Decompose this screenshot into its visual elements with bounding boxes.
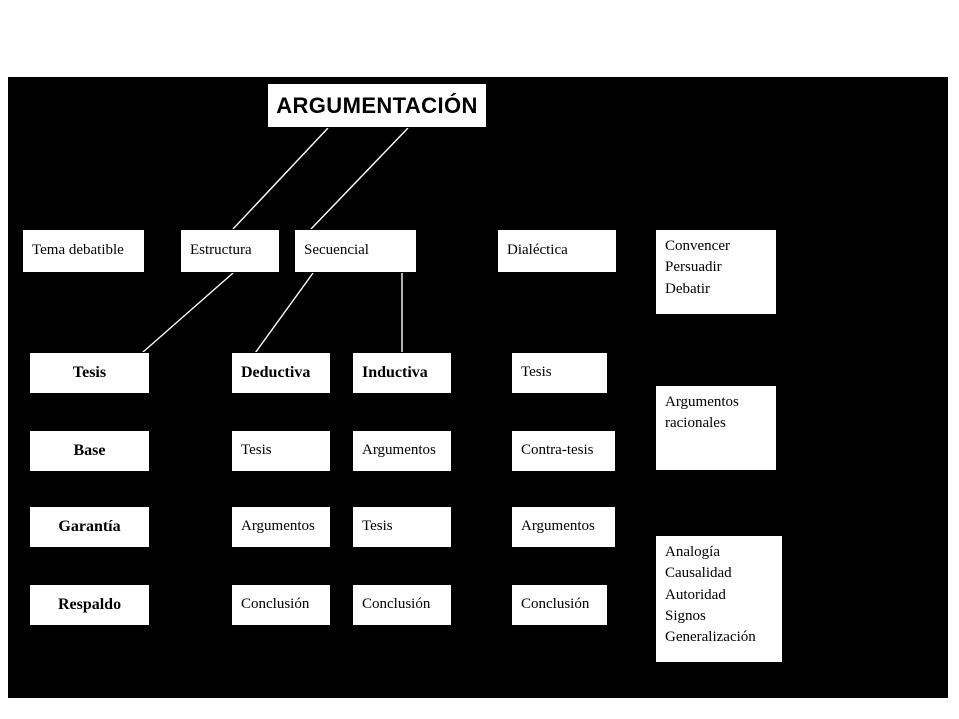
node-deductiva-argumentos[interactable]: Argumentos bbox=[231, 506, 331, 548]
node-label: Conclusión bbox=[362, 596, 431, 613]
node-label: Base bbox=[73, 441, 106, 459]
argument-types-text: Analogía Causalidad Autoridad Signos Gen… bbox=[665, 544, 756, 646]
node-label: Argumentos bbox=[521, 518, 595, 535]
node-label: Argumentos bbox=[362, 442, 436, 459]
purposes-text: Convencer Persuadir Debatir bbox=[665, 238, 730, 297]
node-deductiva-tesis[interactable]: Tesis bbox=[231, 430, 331, 472]
node-respaldo[interactable]: Respaldo bbox=[29, 584, 150, 626]
node-label: Tema debatible bbox=[32, 242, 124, 259]
rational-arguments-text: Argumentos racionales bbox=[665, 394, 739, 432]
node-deductiva[interactable]: Deductiva bbox=[231, 352, 331, 394]
node-argument-types[interactable]: Analogía Causalidad Autoridad Signos Gen… bbox=[655, 535, 783, 663]
node-base[interactable]: Base bbox=[29, 430, 150, 472]
node-inductiva[interactable]: Inductiva bbox=[352, 352, 452, 394]
node-label: Tesis bbox=[72, 363, 107, 381]
node-label: Tesis bbox=[241, 442, 272, 459]
node-label: Deductiva bbox=[241, 363, 311, 381]
node-label: Inductiva bbox=[362, 363, 428, 381]
node-label: Secuencial bbox=[304, 242, 369, 259]
node-inductiva-argumentos[interactable]: Argumentos bbox=[352, 430, 452, 472]
node-label: Tesis bbox=[521, 364, 552, 381]
node-tesis-estructura[interactable]: Tesis bbox=[29, 352, 150, 394]
node-argumentos-racionales[interactable]: Argumentos racionales bbox=[655, 385, 777, 471]
node-tema-debatible[interactable]: Tema debatible bbox=[22, 229, 145, 273]
node-dialectica-tesis[interactable]: Tesis bbox=[511, 352, 608, 394]
node-purposes[interactable]: Convencer Persuadir Debatir bbox=[655, 229, 777, 315]
slide-canvas: ARGUMENTACIÓN Tema debatible Estructura … bbox=[8, 77, 948, 698]
node-label: Respaldo bbox=[57, 595, 122, 613]
node-dialectica-conclusion[interactable]: Conclusión bbox=[511, 584, 608, 626]
node-label: Tesis bbox=[362, 518, 393, 535]
title-box: ARGUMENTACIÓN bbox=[267, 83, 487, 128]
node-label: Argumentos bbox=[241, 518, 315, 535]
node-deductiva-conclusion[interactable]: Conclusión bbox=[231, 584, 331, 626]
node-dialectica[interactable]: Dialéctica bbox=[497, 229, 617, 273]
node-dialectica-contra-tesis[interactable]: Contra-tesis bbox=[511, 430, 616, 472]
node-inductiva-tesis[interactable]: Tesis bbox=[352, 506, 452, 548]
node-label: Estructura bbox=[190, 242, 252, 259]
node-inductiva-conclusion[interactable]: Conclusión bbox=[352, 584, 452, 626]
page-title: ARGUMENTACIÓN bbox=[276, 92, 478, 118]
node-garantia[interactable]: Garantía bbox=[29, 506, 150, 548]
node-label: Conclusión bbox=[241, 596, 310, 613]
node-label: Contra-tesis bbox=[521, 442, 594, 459]
node-label: Garantía bbox=[58, 517, 121, 535]
node-estructura[interactable]: Estructura bbox=[180, 229, 280, 273]
node-label: Dialéctica bbox=[507, 242, 568, 259]
node-dialectica-argumentos[interactable]: Argumentos bbox=[511, 506, 616, 548]
node-label: Conclusión bbox=[521, 596, 590, 613]
node-secuencial[interactable]: Secuencial bbox=[294, 229, 417, 273]
